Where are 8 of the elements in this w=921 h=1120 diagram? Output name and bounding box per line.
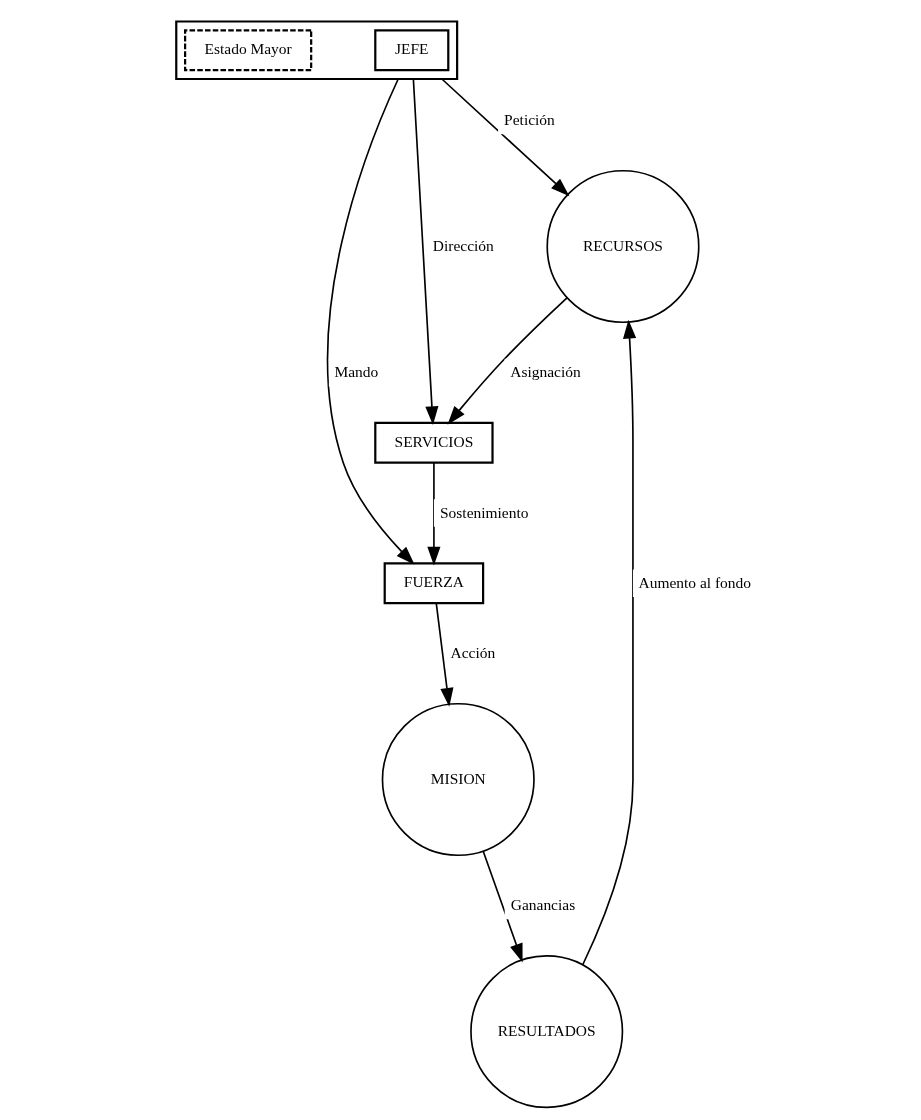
- edge-label: Ganancias: [510, 896, 575, 914]
- edge-label: Mando: [333, 363, 378, 381]
- edge-label: Acción: [450, 644, 495, 662]
- edge-label: Asignación: [509, 363, 581, 381]
- edge-label: Aumento al fondo: [637, 573, 751, 591]
- edge-label: Dirección: [432, 237, 494, 255]
- edge-label: Petición: [503, 111, 555, 129]
- edge-label: Sostenimiento: [439, 503, 529, 521]
